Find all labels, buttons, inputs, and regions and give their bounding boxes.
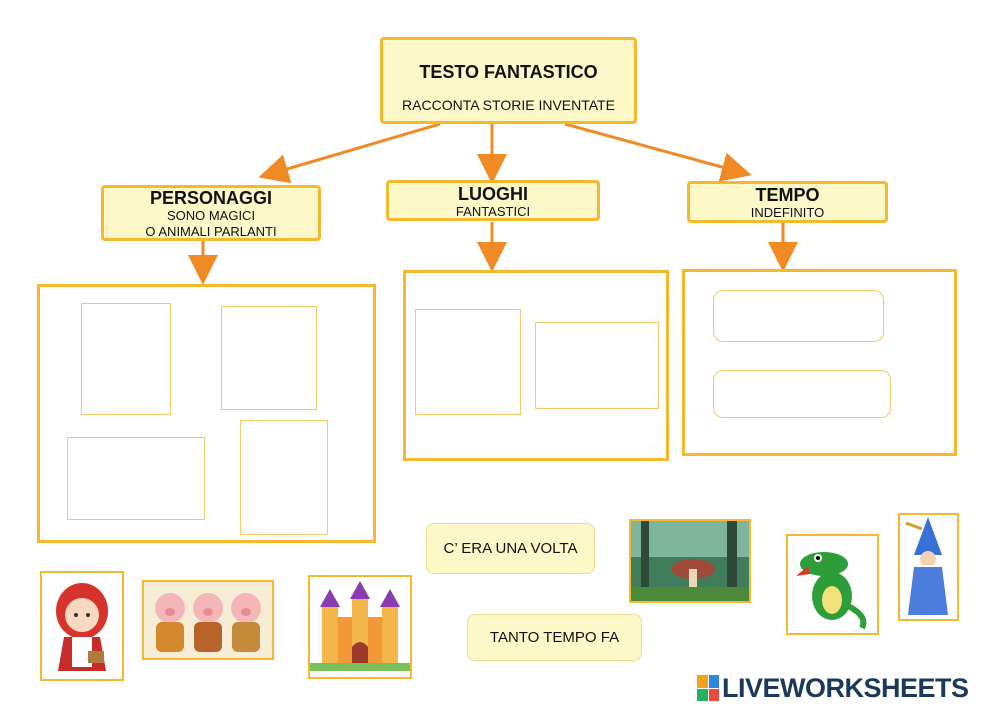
chip-tanto-tempo-fa[interactable]: TANTO TEMPO FA [467,614,642,661]
chip-cera-una-volta[interactable]: C’ ERA UNA VOLTA [426,523,595,574]
branch-line: INDEFINITO [750,205,825,220]
liveworksheets-logo: LIVEWORKSHEETS [697,671,997,705]
branch-line: FANTASTICI [455,204,531,219]
branch-personaggi: PERSONAGGI SONO MAGICI O ANIMALI PARLANT… [101,185,321,241]
branch-line: O ANIMALI PARLANTI [145,224,277,239]
card-three-pigs[interactable] [142,580,274,660]
drop-slot[interactable] [81,303,171,415]
castle-icon [310,581,410,671]
card-enchanted-forest[interactable] [629,519,751,603]
branch-title: TEMPO [755,185,820,205]
branch-line: SONO MAGICI [166,208,256,223]
branch-luoghi: LUOGHI FANTASTICI [386,180,600,221]
drop-slot[interactable] [713,290,884,342]
card-wizard[interactable] [898,513,959,621]
card-red-riding-hood[interactable] [40,571,124,681]
branch-title: LUOGHI [458,184,528,204]
root-subtitle: RACCONTA STORIE INVENTATE [402,97,615,113]
branch-tempo: TEMPO INDEFINITO [687,181,888,223]
root-title: TESTO FANTASTICO [419,62,598,82]
drop-slot[interactable] [67,437,205,520]
drop-slot[interactable] [415,309,521,415]
branch-title: PERSONAGGI [149,188,273,208]
tempo-drop-frame [682,269,957,456]
enchanted-forest-icon [631,521,749,601]
card-castle[interactable] [308,575,412,679]
arrow-root-personaggi [258,122,441,184]
drop-slot[interactable] [221,306,317,410]
root-node: TESTO FANTASTICO RACCONTA STORIE INVENTA… [380,37,637,124]
drop-slot[interactable] [535,322,659,409]
three-pigs-icon [155,593,261,652]
logo-text: LIVEWORKSHEETS [722,672,969,703]
wizard-icon [905,517,948,615]
luoghi-drop-frame [403,270,669,461]
drop-slot[interactable] [240,420,328,535]
red-riding-hood-icon [56,583,108,671]
drop-slot[interactable] [713,370,891,418]
arrow-root-tempo [564,122,752,182]
card-dragon[interactable] [786,534,879,635]
logo-badge-icon [697,675,719,701]
dragon-icon [796,552,867,630]
personaggi-drop-frame [37,284,376,543]
